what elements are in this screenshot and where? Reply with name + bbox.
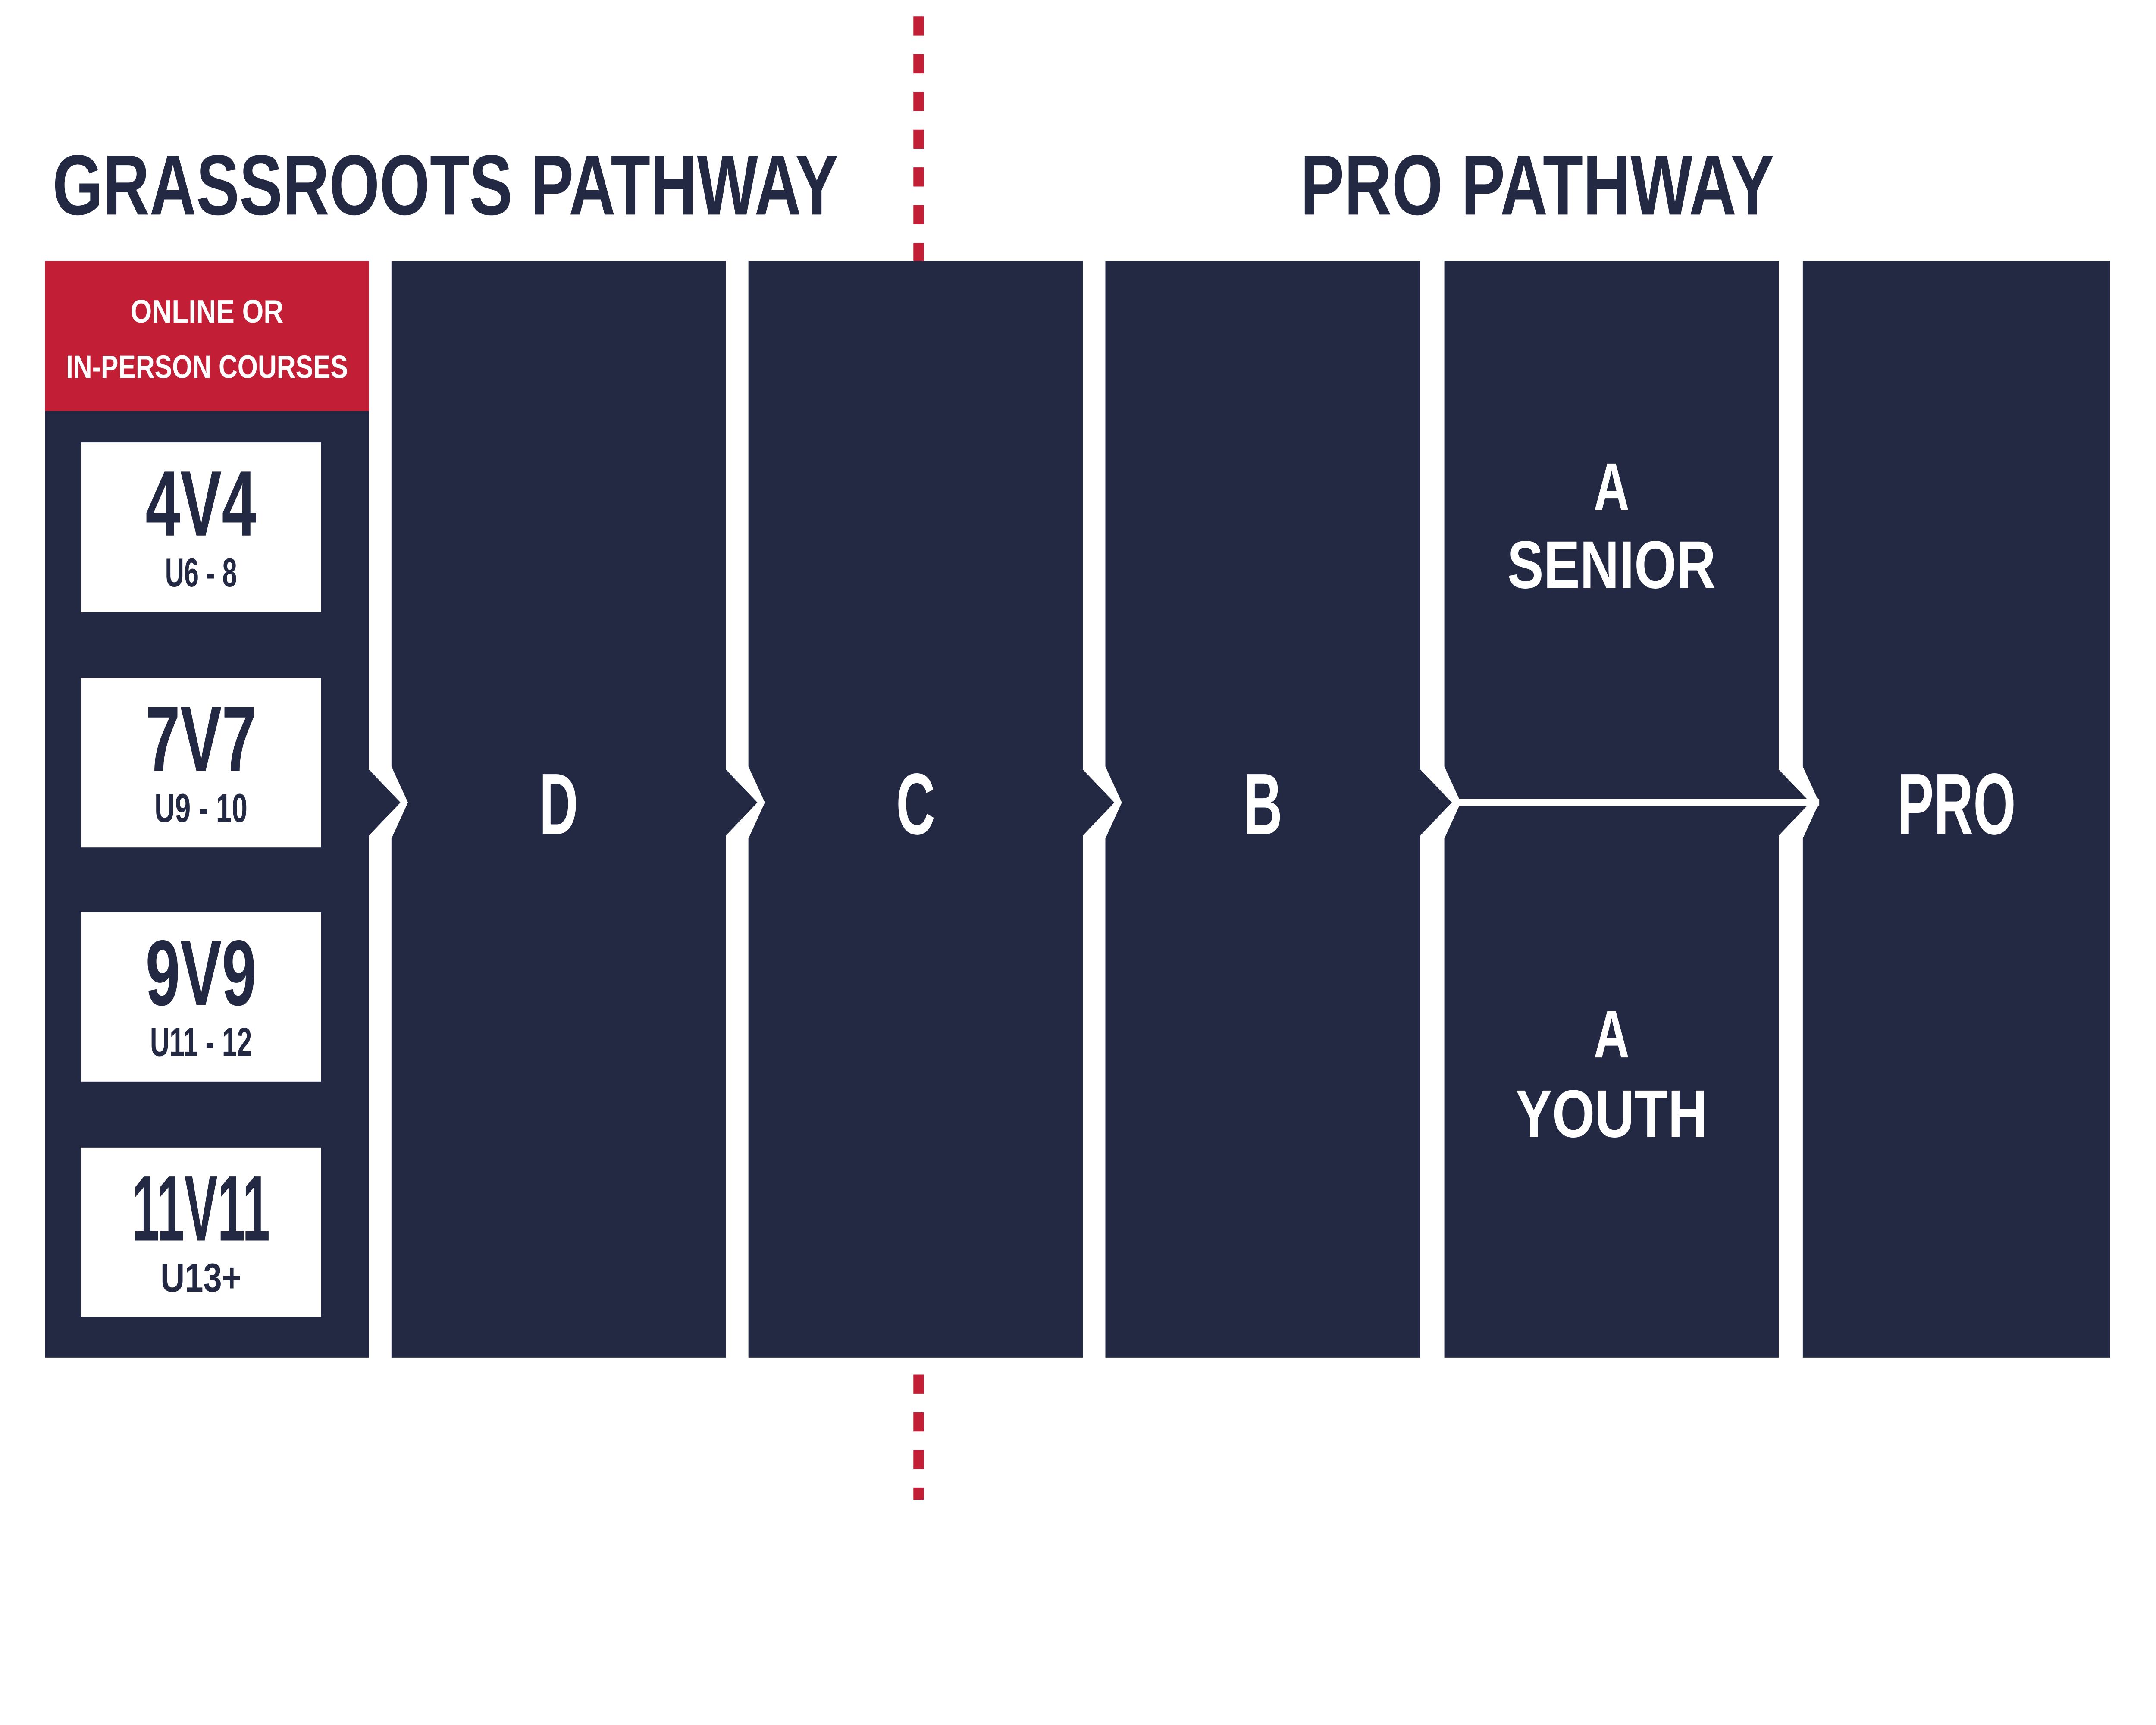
level-card-4v4-format: 4V4 (145, 452, 256, 555)
d-license-label: D (539, 755, 578, 853)
level-card-4v4-box (81, 442, 321, 612)
pro-label: PRO (1897, 755, 2016, 853)
level-card-9v9-ages: U11 - 12 (150, 1019, 252, 1065)
a-youth-label-line1: A (1594, 997, 1630, 1072)
a-senior-label-line2: SENIOR (1507, 527, 1716, 602)
pro-pathway-title: PRO PATHWAY (1300, 138, 1774, 233)
c-license-column (748, 261, 1115, 1358)
online-courses-banner (45, 261, 369, 411)
level-card-11v11-ages: U13+ (160, 1255, 241, 1300)
pathway-svg: GRASSROOTS PATHWAY PRO PATHWAY ONLINE OR… (45, 16, 2110, 1500)
d-license-column (391, 261, 758, 1358)
b-license-label: B (1243, 755, 1282, 853)
level-card-9v9: 9V9 U11 - 12 (81, 912, 321, 1082)
a-senior-label-line1: A (1594, 449, 1630, 525)
coaching-pathway-diagram: GRASSROOTS PATHWAY PRO PATHWAY ONLINE OR… (45, 16, 2110, 1500)
level-card-11v11: 11V11 U13+ (81, 1147, 321, 1317)
level-card-4v4: 4V4 U6 - 8 (81, 442, 321, 612)
level-card-7v7: 7V7 U9 - 10 (81, 678, 321, 848)
a-youth-label-line2: YOUTH (1516, 1076, 1708, 1152)
online-courses-banner-line2: IN-PERSON COURSES (66, 349, 348, 385)
level-card-9v9-box (81, 912, 321, 1082)
a-license-column (1444, 261, 1811, 1358)
grassroots-pathway-title: GRASSROOTS PATHWAY (53, 138, 839, 233)
level-card-4v4-ages: U6 - 8 (165, 550, 237, 595)
level-card-7v7-format: 7V7 (145, 687, 256, 791)
level-card-7v7-ages: U9 - 10 (154, 785, 248, 831)
a-to-pro-arrow-line (1451, 799, 1820, 806)
a-senior-block: A SENIOR (1507, 449, 1716, 603)
c-license-label: C (896, 755, 935, 853)
pro-column (1802, 261, 2110, 1358)
a-youth-block: A YOUTH (1516, 997, 1708, 1151)
level-card-11v11-box (81, 1147, 321, 1317)
online-courses-banner-line1: ONLINE OR (131, 293, 284, 329)
level-card-9v9-format: 9V9 (145, 921, 256, 1025)
b-license-column (1105, 261, 1452, 1358)
level-card-7v7-box (81, 678, 321, 848)
level-card-11v11-format: 11V11 (132, 1157, 270, 1261)
